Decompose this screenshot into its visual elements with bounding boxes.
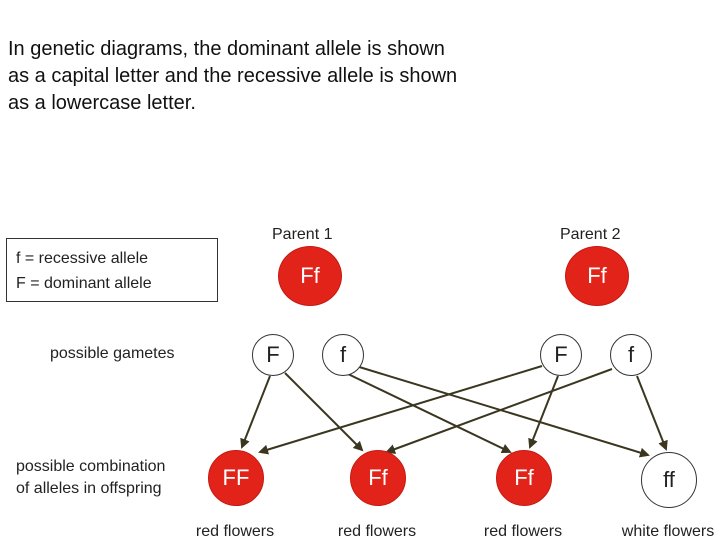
- arrow-p1F-to-FF: [240, 375, 271, 449]
- caption-offspring-3: red flowers: [483, 523, 563, 540]
- gamete-p2-dominant: F: [540, 334, 582, 376]
- arrow-p2F-to-FF: [258, 365, 543, 455]
- gamete-p1-recessive: f: [322, 334, 364, 376]
- intro-text: In genetic diagrams, the dominant allele…: [8, 36, 608, 117]
- parent-1-label: Parent 1: [272, 226, 333, 243]
- caption-offspring-1: red flowers: [195, 523, 275, 540]
- caption-offspring-4: white flowers: [621, 523, 715, 540]
- gamete-p2-recessive: f: [610, 334, 652, 376]
- offspring-Ff-2: Ff: [496, 450, 552, 506]
- intro-line-1: In genetic diagrams, the dominant allele…: [8, 38, 445, 60]
- intro-line-3: as a lowercase letter.: [8, 92, 196, 114]
- offspring-label-line-2: of alleles in offspring: [16, 480, 162, 497]
- parent-2-genotype: Ff: [565, 246, 629, 306]
- offspring-FF: FF: [208, 450, 264, 506]
- arrow-p1F-to-Ff1: [284, 372, 364, 452]
- allele-key-box: f = recessive allele F = dominant allele: [6, 238, 218, 302]
- gamete-p1-dominant: F: [252, 334, 294, 376]
- caption-offspring-2: red flowers: [337, 523, 417, 540]
- arrow-p1f-to-Ff2: [347, 373, 512, 454]
- parent-1-genotype: Ff: [278, 246, 342, 306]
- gametes-label: possible gametes: [50, 345, 175, 362]
- offspring-label: possible combination of alleles in offsp…: [16, 456, 165, 500]
- arrow-p2f-to-Ff1: [385, 368, 613, 454]
- key-dominant: F = dominant allele: [16, 275, 152, 292]
- offspring-label-line-1: possible combination: [16, 458, 166, 475]
- intro-line-2: as a capital letter and the recessive al…: [8, 65, 458, 87]
- arrow-p2f-to-ff: [636, 375, 668, 451]
- offspring-Ff-1: Ff: [350, 450, 406, 506]
- offspring-ff: ff: [641, 452, 697, 508]
- key-recessive: f = recessive allele: [16, 250, 149, 267]
- parent-2-label: Parent 2: [560, 226, 621, 243]
- arrow-p2F-to-Ff2: [528, 375, 559, 449]
